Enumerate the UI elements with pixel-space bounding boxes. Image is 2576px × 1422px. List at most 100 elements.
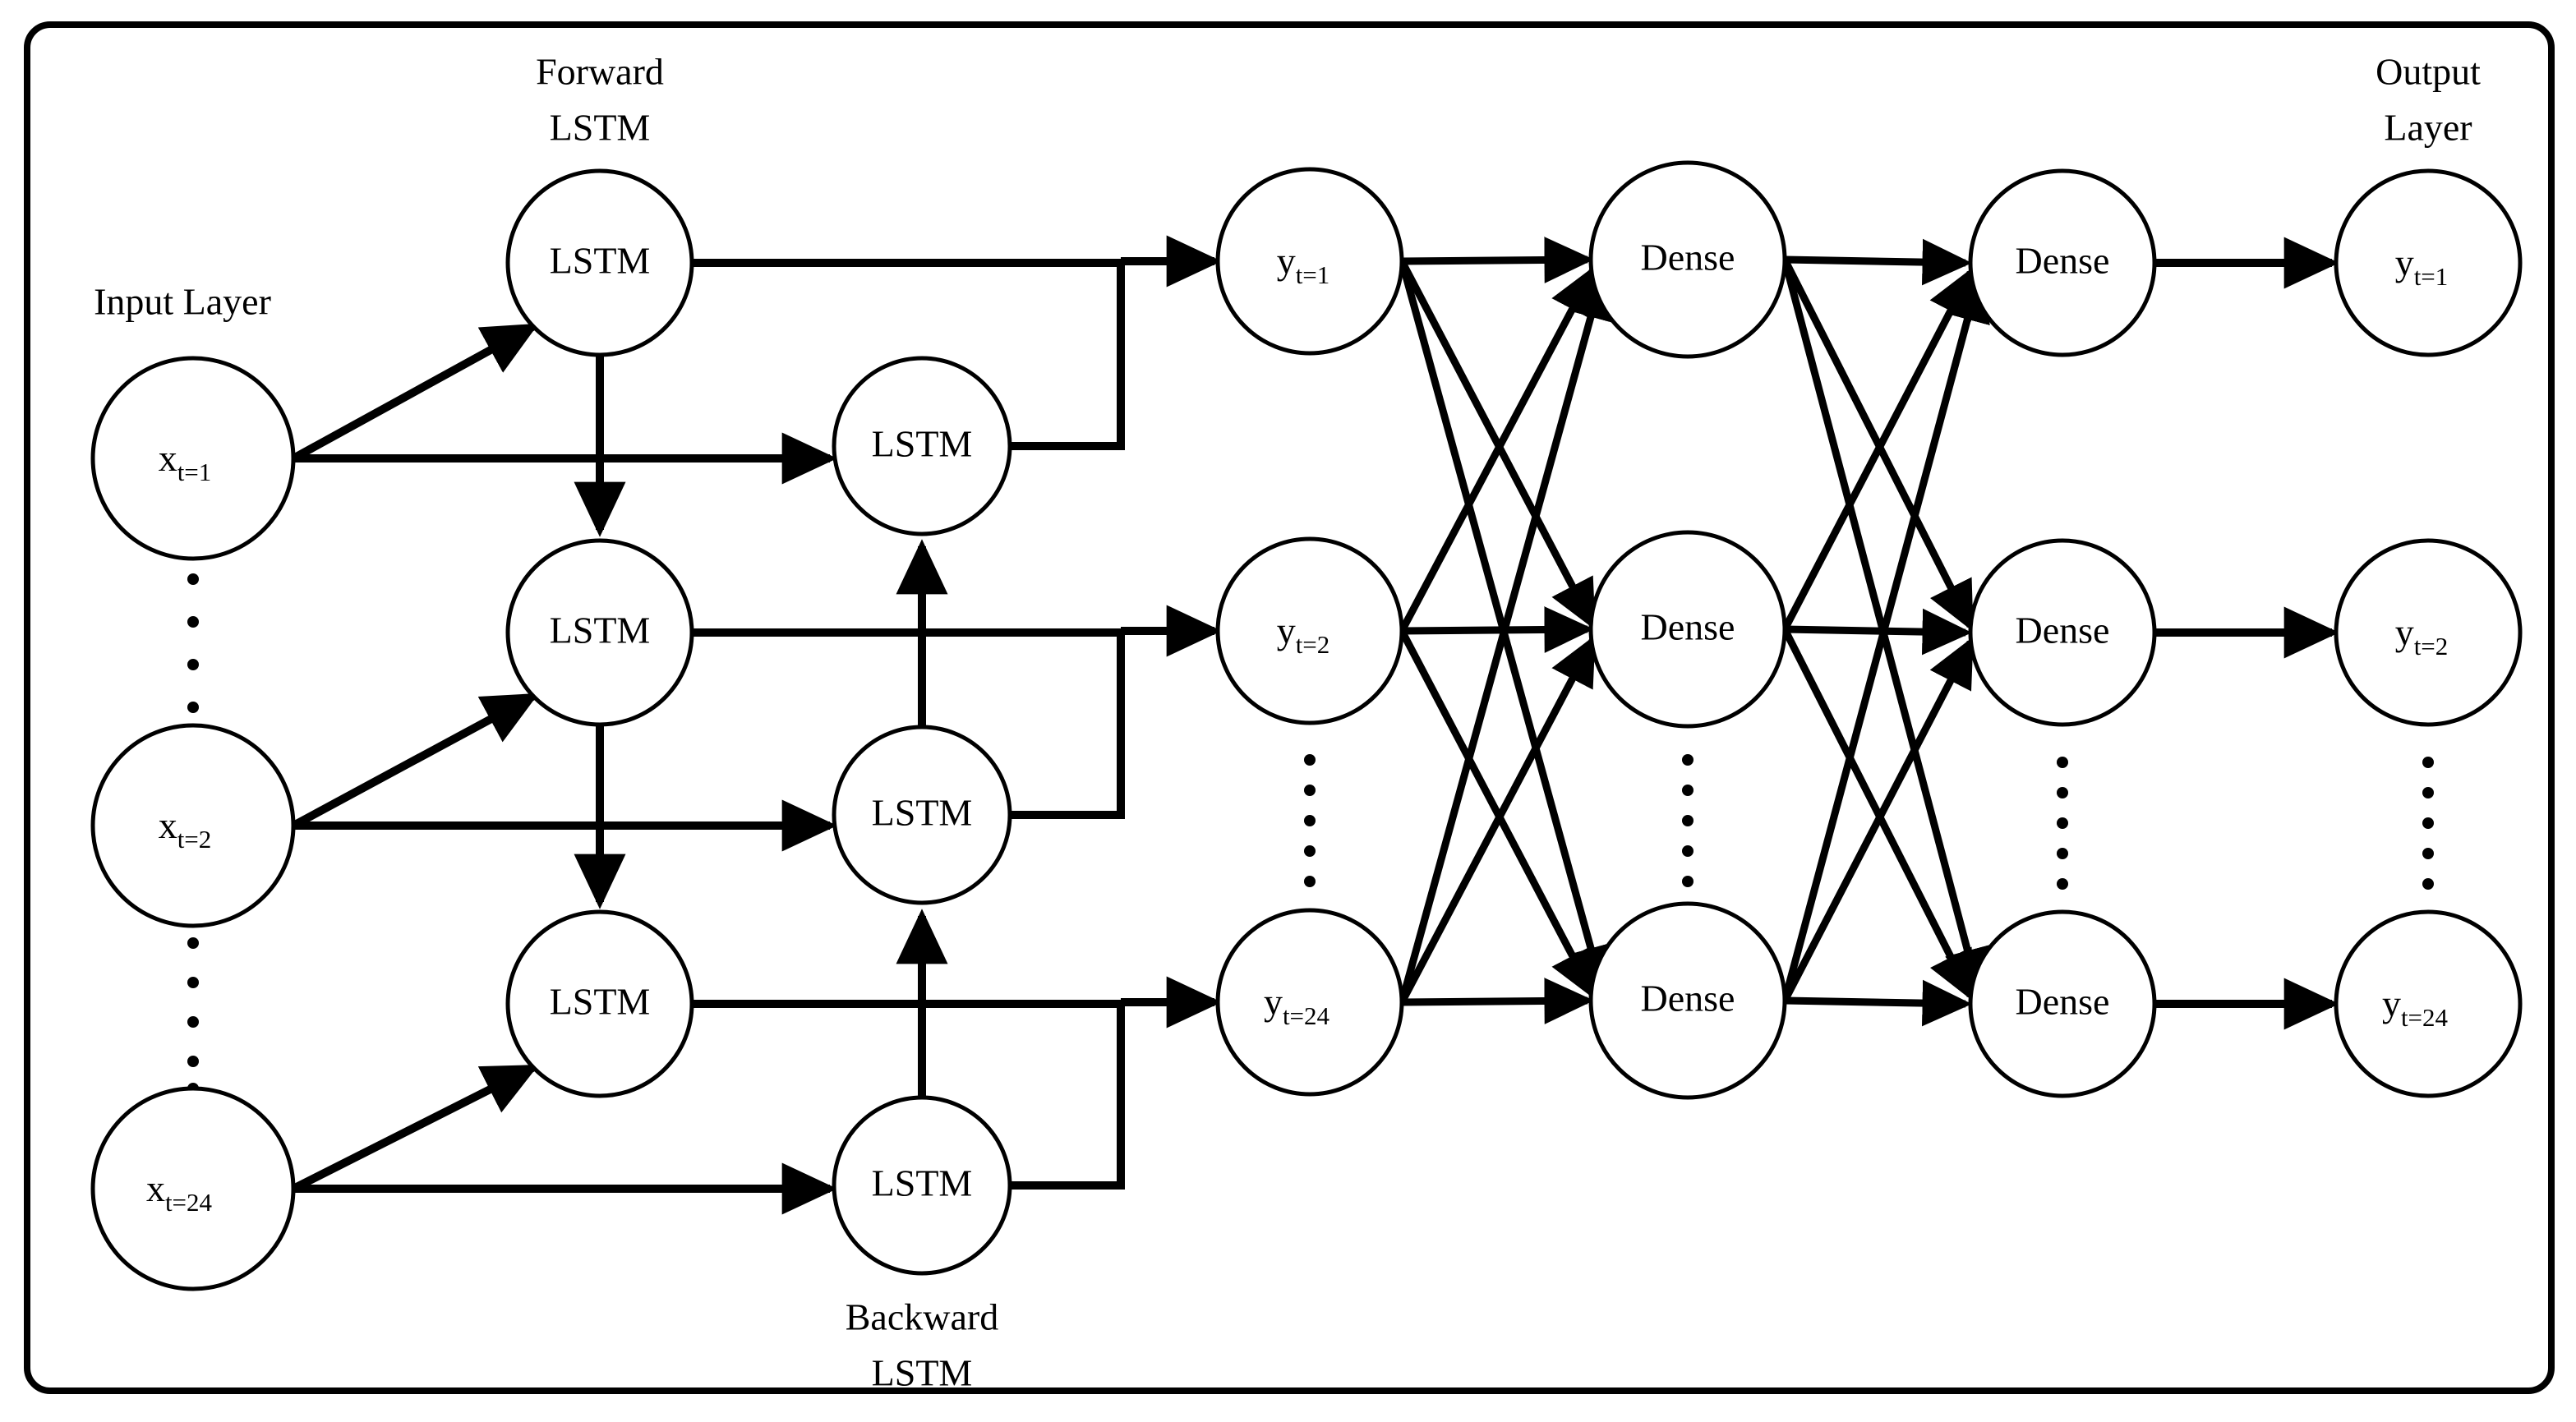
node-y-t24[interactable]: yt=24 [1215,908,1404,1097]
node-shape [1968,168,2157,357]
column-input-layer: xt=1 xt=2 xt=24 [90,356,296,1291]
node-shape [2334,909,2523,1098]
node-dense2-b-label: Dense [2016,610,2110,651]
edge-bwd1-elbow [1010,263,1125,450]
node-x-t24[interactable]: xt=24 [90,1086,296,1291]
edge-dense1b-to-dense2c [1781,627,1975,1002]
edge-y2-to-dense1b [1401,606,1594,653]
node-bwd-lstm-1-label: LSTM [872,423,973,465]
node-y-t2-label: yt=2 [1277,610,1330,660]
node-y-t2[interactable]: yt=2 [1215,536,1404,725]
edge-bwd2-elbow [1010,633,1125,819]
node-x-t24-label: xt=24 [146,1167,213,1217]
label-output-layer-line1: Output [2376,51,2481,93]
node-shape [90,723,296,928]
node-dense1-b-label: Dense [1641,606,1735,648]
node-shape [2334,168,2523,357]
column-bilstm-output: yt=1 yt=2 yt=24 [1215,167,1404,1097]
node-fwd-lstm-2-label: LSTM [550,610,651,651]
node-dense2-a-label: Dense [2016,240,2110,282]
node-shape [90,356,296,561]
node-dense1-b[interactable]: Dense [1588,530,1787,729]
node-shape [1588,530,1787,729]
edge-bwd3-elbow [1010,1004,1125,1190]
node-shape [1968,538,2157,727]
node-dense1-a[interactable]: Dense [1588,160,1787,359]
node-out-y-t2[interactable]: yt=2 [2334,538,2523,727]
ellipsis-dense1-2-3 [1682,754,1694,887]
label-forward-lstm-line2: LSTM [550,107,651,149]
ellipsis-input-1-2 [187,573,199,713]
edge-dense1a-to-dense2b [1781,257,1975,633]
edge-dense1c-to-dense2a [1781,271,1990,1002]
node-dense1-c-label: Dense [1641,978,1735,1019]
column-backward-lstm: LSTM LSTM LSTM [832,356,1012,1276]
edge-y24-to-dense1b [1399,635,1596,1005]
node-y-t1-label: yt=1 [1277,240,1330,290]
ellipsis-y-2-24 [1304,754,1316,887]
node-x-t2[interactable]: xt=2 [90,723,296,928]
node-dense2-c-label: Dense [2016,981,2110,1023]
node-dense1-c[interactable]: Dense [1588,901,1787,1100]
label-input-layer: Input Layer [94,281,271,323]
label-forward-lstm-line1: Forward [536,51,664,93]
node-dense2-c[interactable]: Dense [1968,909,2157,1098]
label-output-layer-line2: Layer [2384,107,2472,149]
node-fwd-lstm-3[interactable]: LSTM [505,909,694,1098]
node-shape [832,1095,1012,1276]
node-out-y-t1-label: yt=1 [2395,242,2449,292]
node-y-t1[interactable]: yt=1 [1215,167,1404,356]
node-bwd-lstm-3-label: LSTM [872,1162,973,1204]
diagram-frame [24,21,2555,1394]
node-x-t1[interactable]: xt=1 [90,356,296,561]
node-shape [1588,160,1787,359]
node-dense1-a-label: Dense [1641,237,1735,278]
edges-group [291,235,2339,1215]
column-dense-1: Dense Dense Dense [1588,160,1787,1100]
node-shape [1968,909,2157,1098]
node-dense2-a[interactable]: Dense [1968,168,2157,357]
node-shape [505,168,694,357]
node-y-t24-label: yt=24 [1264,981,1330,1031]
node-shape [832,725,1012,905]
node-out-y-t2-label: yt=2 [2395,611,2449,661]
edge-x2-to-fwd2 [291,693,539,830]
layer-labels-group: Input Layer Forward LSTM Backward LSTM O… [94,51,2481,1394]
edge-y24-to-dense1c [1401,978,1594,1024]
node-bwd-lstm-2[interactable]: LSTM [832,725,1012,905]
node-shape [1215,908,1404,1097]
edge-y1-to-dense1b [1399,259,1596,630]
edge-x24-to-fwd3 [291,1064,539,1193]
edge-dense1a-to-dense2a [1784,238,1972,286]
edge-x1-to-fwd1 [291,323,539,462]
node-dense2-b[interactable]: Dense [1968,538,2157,727]
column-output-layer: yt=1 yt=2 yt=24 [2334,168,2523,1098]
edge-dense1c-to-dense2c [1784,979,1972,1027]
node-shape [832,356,1012,536]
node-fwd-lstm-1[interactable]: LSTM [505,168,694,357]
node-shape [505,909,694,1098]
node-fwd-lstm-1-label: LSTM [550,240,651,282]
column-dense-2: Dense Dense Dense [1968,168,2157,1098]
node-shape [505,538,694,727]
edge-dense1c-to-dense2b [1781,637,1974,1003]
node-bwd-lstm-1[interactable]: LSTM [832,356,1012,536]
node-bwd-lstm-3[interactable]: LSTM [832,1095,1012,1276]
edge-dense1b-to-dense2b [1784,608,1972,656]
node-x-t1-label: xt=1 [159,437,212,487]
node-shape [90,1086,296,1291]
column-forward-lstm: LSTM LSTM LSTM [505,168,694,1098]
edge-y2-to-dense1c [1399,628,1596,1000]
node-shape [1215,536,1404,725]
node-out-y-t24[interactable]: yt=24 [2334,909,2523,1098]
label-backward-lstm-line1: Backward [846,1296,998,1338]
edge-y1-to-dense1a [1401,237,1594,283]
node-bwd-lstm-2-label: LSTM [872,792,973,834]
edge-y2-to-dense1a [1399,265,1596,633]
node-x-t2-label: xt=2 [159,804,212,854]
edge-dense1b-to-dense2a [1781,267,1974,632]
node-fwd-lstm-2[interactable]: LSTM [505,538,694,727]
edge-y24-to-dense1a [1398,269,1614,1004]
node-out-y-t1[interactable]: yt=1 [2334,168,2523,357]
